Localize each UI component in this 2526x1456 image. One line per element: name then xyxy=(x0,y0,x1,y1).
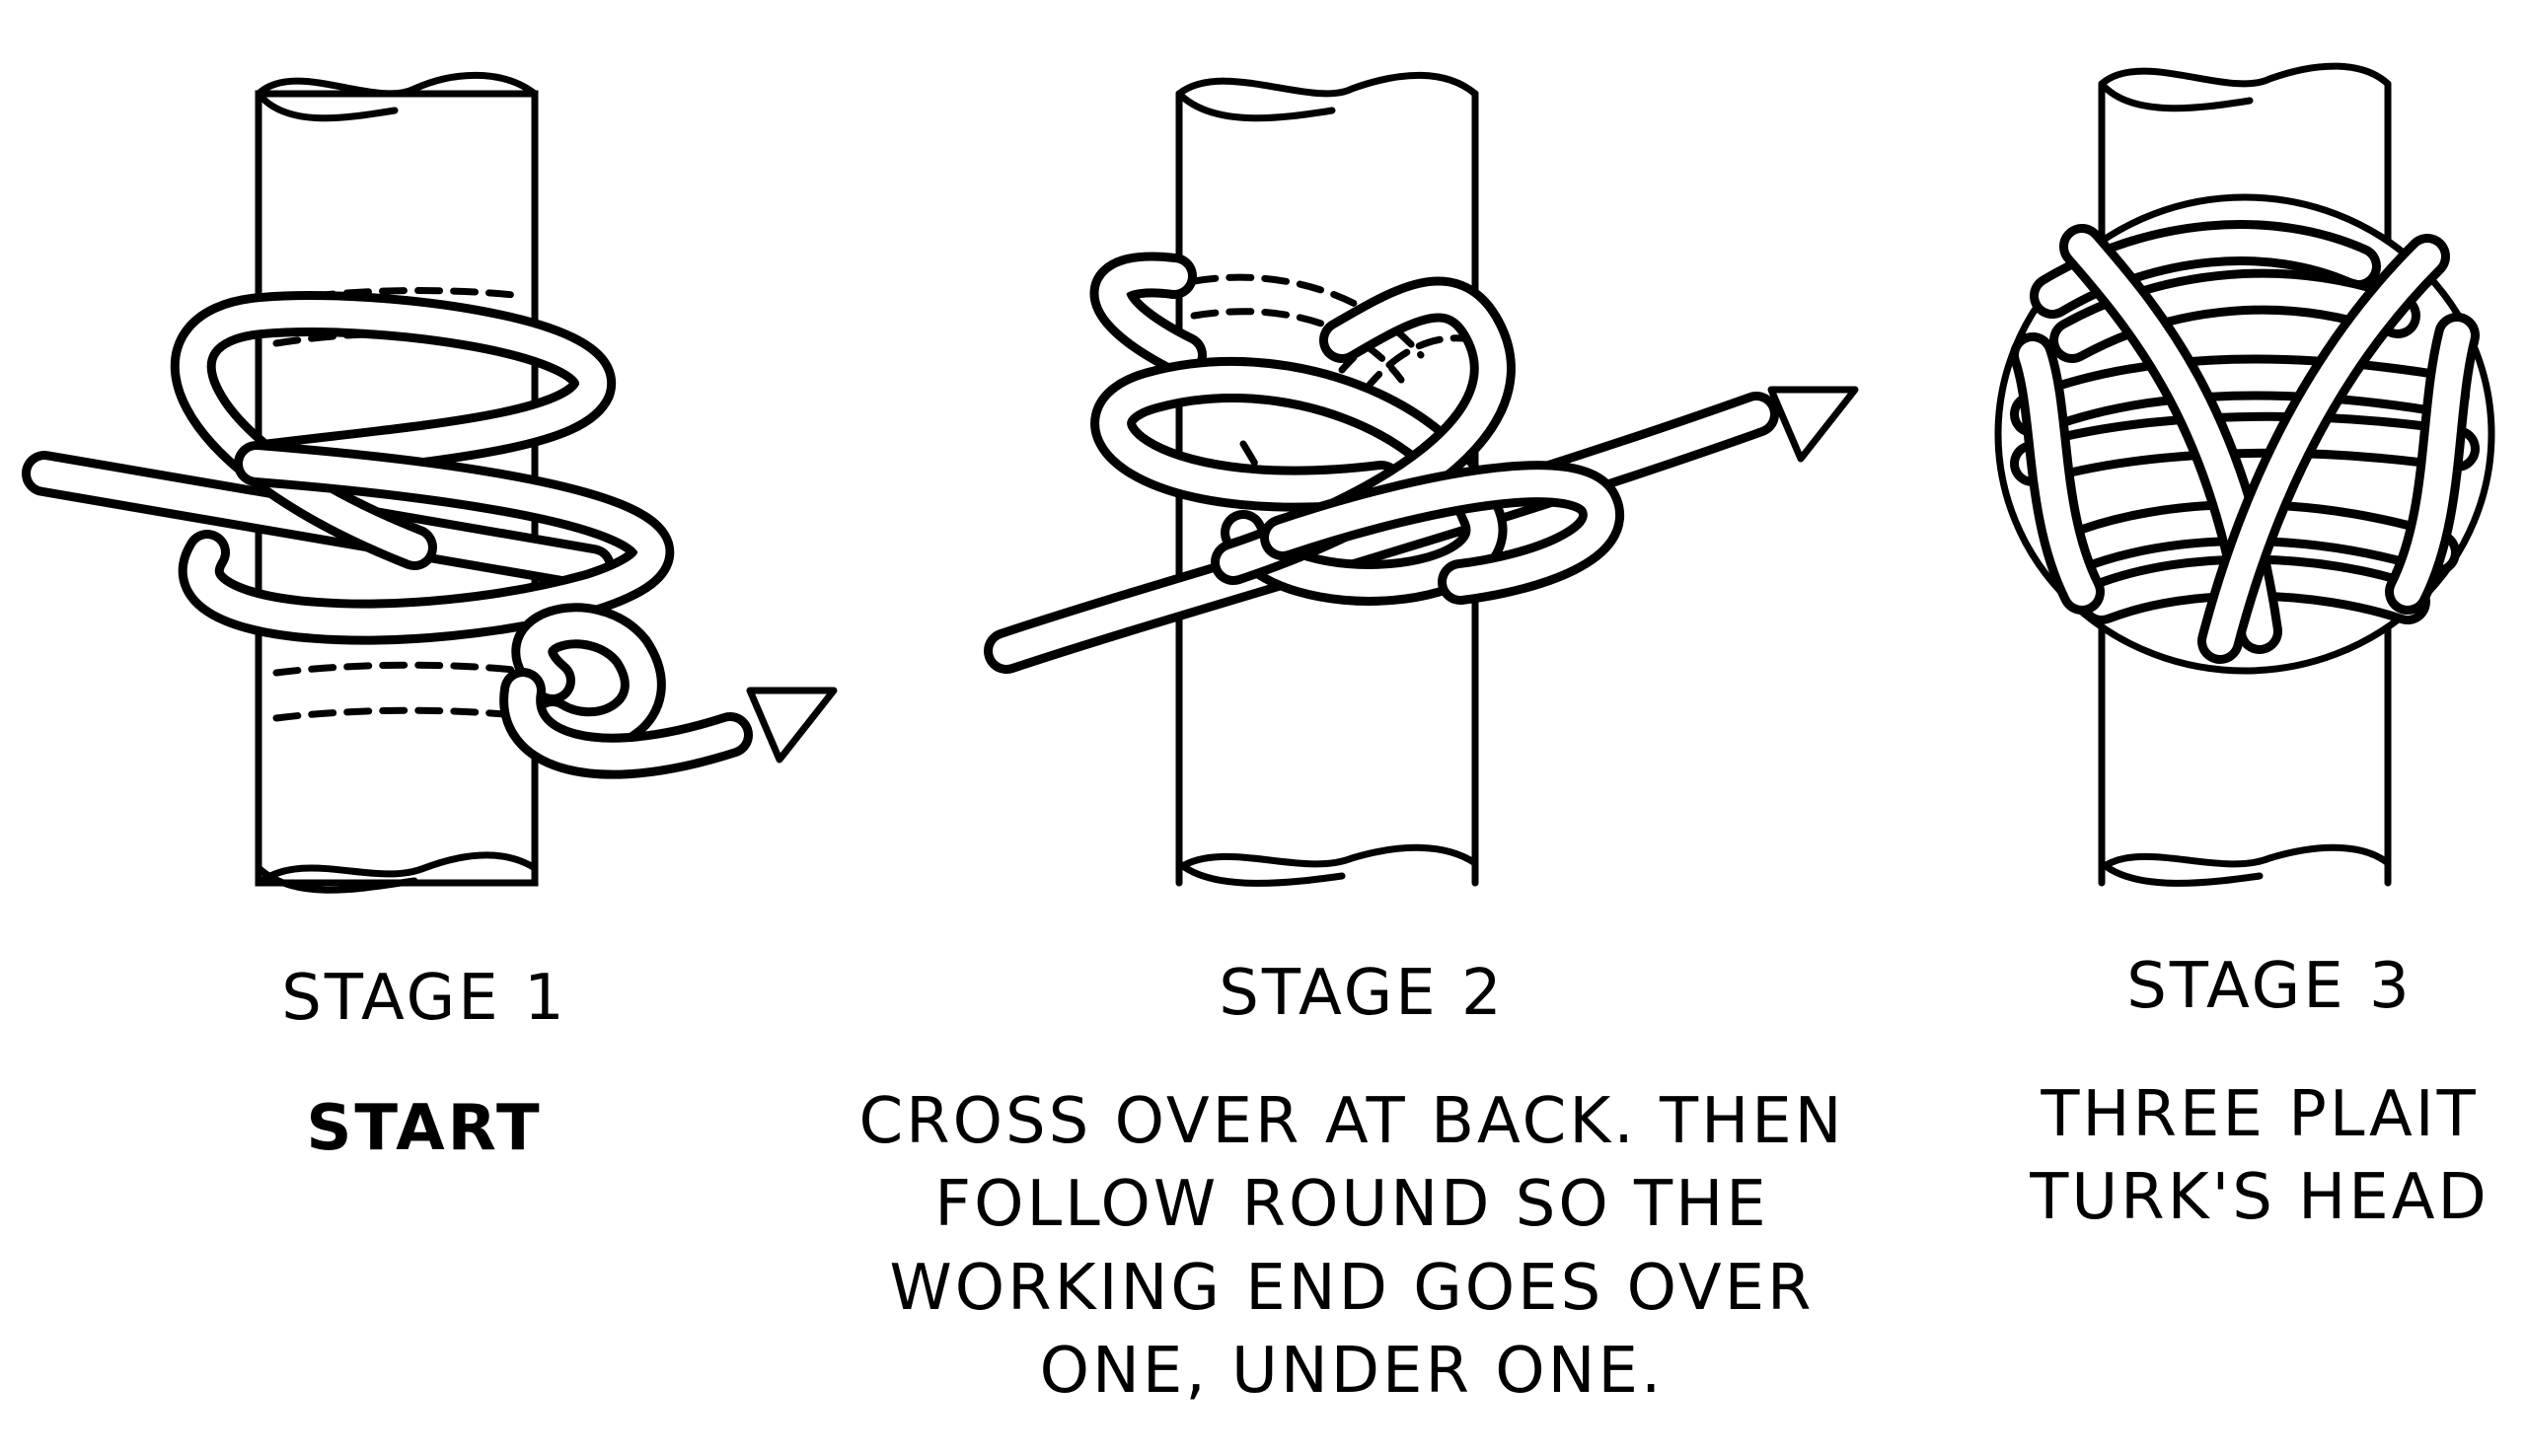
arrow-triangle-icon xyxy=(746,687,838,764)
stage2-illustration xyxy=(984,71,1859,887)
stage3-illustration xyxy=(1994,62,2495,887)
stage2-title: STAGE 2 xyxy=(1219,957,1505,1030)
stage2-description: CROSS OVER AT BACK. THEN FOLLOW ROUND SO… xyxy=(858,1085,1845,1409)
stage1-illustration xyxy=(22,71,838,894)
rope-icon xyxy=(984,252,1779,674)
stage3-title: STAGE 3 xyxy=(2126,950,2413,1023)
arrow-triangle-icon xyxy=(1767,386,1859,463)
rope-icon xyxy=(22,291,753,779)
stage1-description: START xyxy=(306,1092,543,1165)
turks-head-knot-icon xyxy=(1994,193,2495,675)
stage1-title: STAGE 1 xyxy=(281,962,567,1035)
stage3-description: THREE PLAIT TURK'S HEAD xyxy=(2030,1078,2489,1235)
